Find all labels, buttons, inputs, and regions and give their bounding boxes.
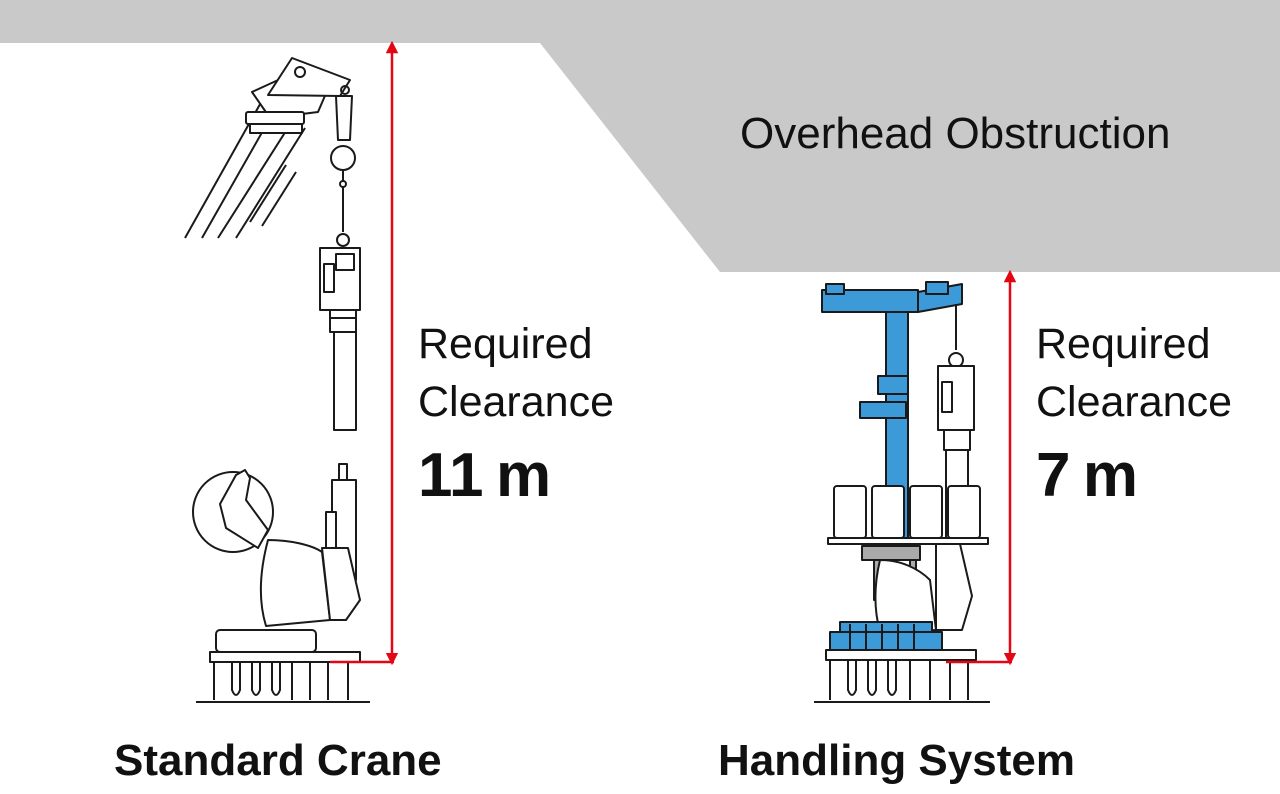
left-clearance-label: Clearance — [418, 378, 614, 426]
left-clearance-value: 11 m — [418, 441, 552, 510]
right-clearance-value: 7 m — [1036, 441, 1139, 510]
standard-crane-caption: Standard Crane — [114, 736, 442, 785]
right-required-label: Required — [1036, 320, 1211, 368]
overhead-obstruction-label: Overhead Obstruction — [740, 109, 1171, 158]
overhead-obstruction — [0, 0, 1280, 272]
handling-system-caption: Handling System — [718, 736, 1075, 785]
handling-system-drawing — [814, 281, 990, 703]
left-required-label: Required — [418, 320, 593, 368]
standard-crane-drawing — [184, 57, 370, 703]
right-clearance-label: Clearance — [1036, 378, 1232, 426]
